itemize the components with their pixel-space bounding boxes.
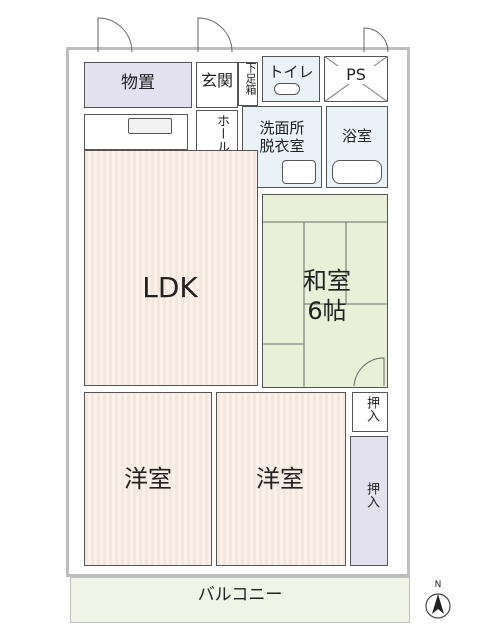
toilet-bowl-icon — [274, 83, 300, 95]
toilet-room — [262, 56, 320, 102]
storage-room — [84, 62, 192, 108]
youshitsu-right — [216, 392, 346, 566]
youshitsu-left-label: 洋室 — [124, 465, 172, 493]
closet-lower-label: 押入 — [364, 482, 379, 508]
youshitsu-right-label: 洋室 — [256, 465, 304, 493]
sink-icon — [128, 118, 172, 134]
entrance-label: 玄関 — [200, 71, 233, 90]
washitsu-room — [262, 194, 388, 388]
closet-upper-label: 押入 — [364, 396, 379, 422]
balcony-label: バルコニー — [197, 585, 283, 605]
closet-upper — [352, 392, 388, 432]
washbasin-icon — [282, 160, 316, 184]
bathtub-icon — [332, 160, 382, 184]
ldk-label: LDK — [142, 271, 198, 304]
toilet-label: トイレ — [268, 63, 314, 81]
shoe-box — [238, 62, 258, 106]
closet-lower — [350, 436, 388, 566]
youshitsu-left — [84, 392, 212, 566]
shoe-box-label: 下足箱 — [244, 62, 257, 95]
ps-label: PS — [336, 65, 376, 85]
bathroom-label: 浴室 — [341, 127, 372, 145]
washitsu-label-2: 6帖 — [307, 297, 347, 325]
north-label: N — [434, 580, 442, 590]
storage-label: 物置 — [121, 73, 155, 93]
tatami-grid — [262, 221, 388, 388]
washitsu-label-1: 和室 — [303, 267, 351, 295]
washroom-label-1: 洗面所 — [259, 119, 305, 137]
north-arrow-icon — [425, 593, 451, 619]
hall-label: ホール — [214, 114, 229, 153]
entrance-area — [196, 62, 238, 108]
door-swing-top — [97, 17, 389, 53]
washitsu-door-swing — [353, 357, 385, 387]
ldk-room — [84, 150, 258, 386]
balcony — [70, 577, 410, 623]
washroom-label-2: 脱衣室 — [259, 137, 305, 155]
